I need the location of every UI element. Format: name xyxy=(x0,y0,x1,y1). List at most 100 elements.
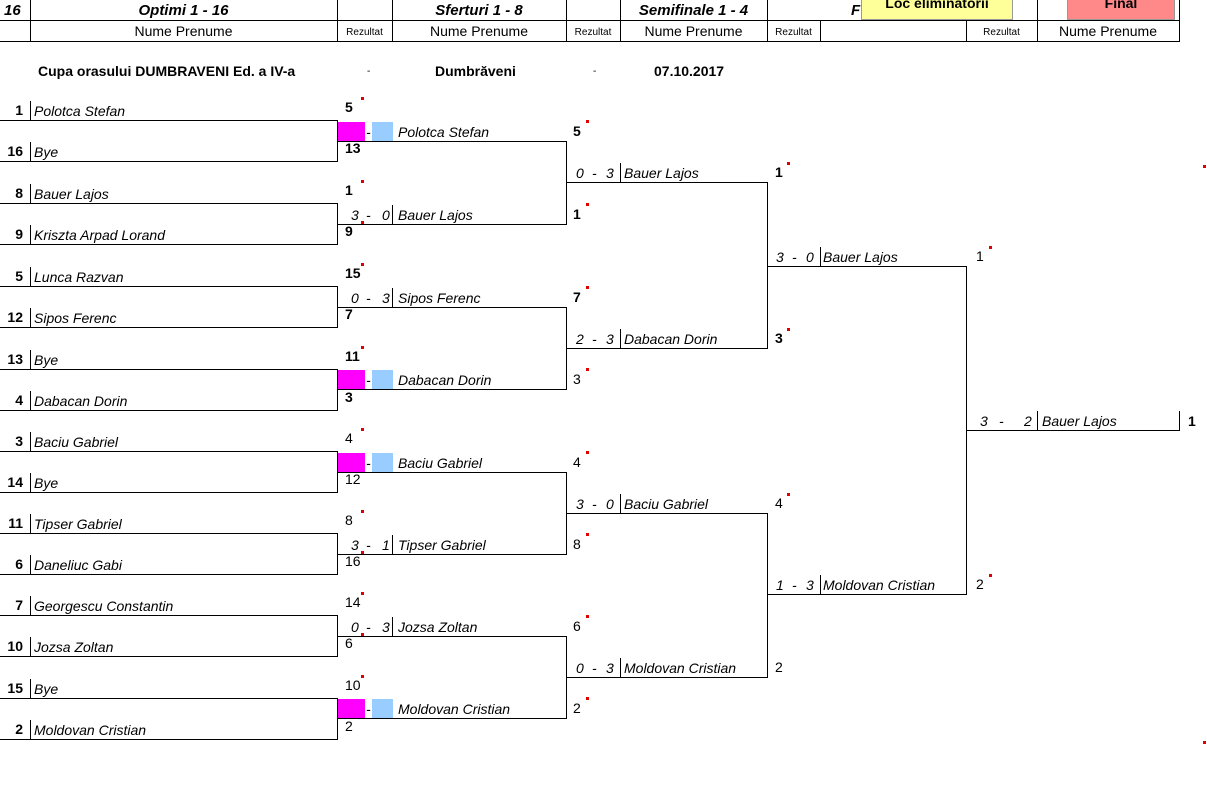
player-name: Bye xyxy=(34,681,59,697)
comment-marker xyxy=(361,551,364,554)
player-name: Moldovan Cristian xyxy=(398,701,511,717)
bracket-line xyxy=(30,637,31,657)
player-name: Jozsa Zoltan xyxy=(398,619,478,635)
highlight-cell xyxy=(338,699,365,718)
info-separator: - xyxy=(593,66,597,77)
seed-number: 6 xyxy=(15,556,23,572)
bracket-line xyxy=(0,244,338,245)
comment-marker xyxy=(1203,741,1206,744)
result-value: 16 xyxy=(345,553,361,569)
bracket-line xyxy=(30,720,31,740)
bracket-line xyxy=(0,120,338,121)
bracket-line xyxy=(392,535,393,555)
highlight-cell xyxy=(338,453,365,472)
result-value: 7 xyxy=(573,289,581,305)
bracket-line xyxy=(620,494,621,514)
result-value: 3 xyxy=(345,389,353,405)
comment-marker xyxy=(361,221,364,224)
comment-marker xyxy=(361,592,364,595)
result-value: 11 xyxy=(345,348,360,364)
highlight-cell xyxy=(338,370,365,389)
score-left: 0 xyxy=(351,290,359,306)
bracket-line xyxy=(0,369,338,370)
loc-eliminatorii-button[interactable]: Loc eliminatorii xyxy=(861,0,1013,20)
comment-marker xyxy=(361,510,364,513)
header-divider xyxy=(0,20,1180,21)
player-name: Dabacan Dorin xyxy=(624,331,718,347)
highlight-cell xyxy=(372,122,393,141)
bracket-line xyxy=(767,513,768,678)
result-value: 5 xyxy=(345,99,353,115)
player-name: Bauer Lajos xyxy=(823,249,898,265)
player-name: Bauer Lajos xyxy=(398,207,473,223)
player-name: Moldovan Cristian xyxy=(34,722,147,738)
player-name: Baciu Gabriel xyxy=(34,434,119,450)
highlight-cell xyxy=(372,370,393,389)
col-result-header: Rezultat xyxy=(983,27,1020,38)
col-sep xyxy=(566,0,567,42)
bracket-line xyxy=(30,350,31,370)
score-left: 0 xyxy=(351,619,359,635)
bracket-line xyxy=(0,161,338,162)
bracket-line xyxy=(767,594,967,595)
col-name-header: Nume Prenume xyxy=(429,23,529,39)
bracket-line xyxy=(1037,411,1038,431)
bracket-line xyxy=(566,348,768,349)
col-result-header: Rezultat xyxy=(775,27,812,38)
bracket-line xyxy=(337,636,567,637)
result-value: 10 xyxy=(345,677,361,693)
player-name: Polotca Stefan xyxy=(398,124,490,140)
player-name: Georgescu Constantin xyxy=(34,598,174,614)
bracket-line xyxy=(337,698,338,740)
result-value: 1 xyxy=(345,182,353,198)
bracket-line xyxy=(30,596,31,616)
col-sep xyxy=(1179,0,1180,42)
round3-title: Semifinale 1 - 4 xyxy=(638,2,749,19)
seed-number: 14 xyxy=(7,474,23,490)
result-value: 8 xyxy=(345,512,353,528)
result-value: 15 xyxy=(345,265,361,281)
col-name-header: Nume Prenume xyxy=(644,23,743,39)
score-left: 3 xyxy=(980,413,988,429)
bracket-line xyxy=(820,575,821,595)
col-name-header: Nume Prenume xyxy=(134,23,233,39)
player-name: Daneliuc Gabi xyxy=(34,557,122,573)
score-separator: - xyxy=(592,660,597,676)
score-right: 2 xyxy=(1024,413,1032,429)
col-sep xyxy=(620,0,621,42)
score-separator: - xyxy=(366,124,371,140)
result-value: 1 xyxy=(976,248,984,264)
result-value: 6 xyxy=(345,635,353,651)
seed-number: 3 xyxy=(15,433,23,449)
bracket-line xyxy=(0,698,338,699)
bracket-line xyxy=(0,739,338,740)
final-button[interactable]: Final xyxy=(1067,0,1175,20)
score-separator: - xyxy=(792,577,797,593)
bracket-line xyxy=(0,656,338,657)
player-name: Bauer Lajos xyxy=(1042,413,1117,429)
player-name: Tipser Gabriel xyxy=(34,516,122,532)
bracket-line xyxy=(1179,411,1180,431)
score-right: 3 xyxy=(606,331,614,347)
bracket-line xyxy=(0,574,338,575)
comment-marker xyxy=(361,97,364,100)
bracket-line xyxy=(30,432,31,452)
score-separator: - xyxy=(366,290,371,306)
score-left: 2 xyxy=(576,331,584,347)
bracket-line xyxy=(337,554,567,555)
result-value: 4 xyxy=(345,430,353,446)
result-value: 13 xyxy=(345,140,361,156)
bracket-line xyxy=(392,288,393,308)
result-value: 2 xyxy=(573,700,581,716)
col-sep xyxy=(337,0,338,42)
score-separator: - xyxy=(366,207,371,223)
col-result-header: Rezultat xyxy=(346,27,383,38)
score-separator: - xyxy=(592,496,597,512)
bracket-line xyxy=(0,492,338,493)
bracket-line xyxy=(0,410,338,411)
bracket-line xyxy=(392,617,393,637)
col-sep xyxy=(392,0,393,42)
bracket-line xyxy=(966,430,1180,431)
bracket-line xyxy=(620,329,621,349)
score-right: 1 xyxy=(382,537,390,553)
